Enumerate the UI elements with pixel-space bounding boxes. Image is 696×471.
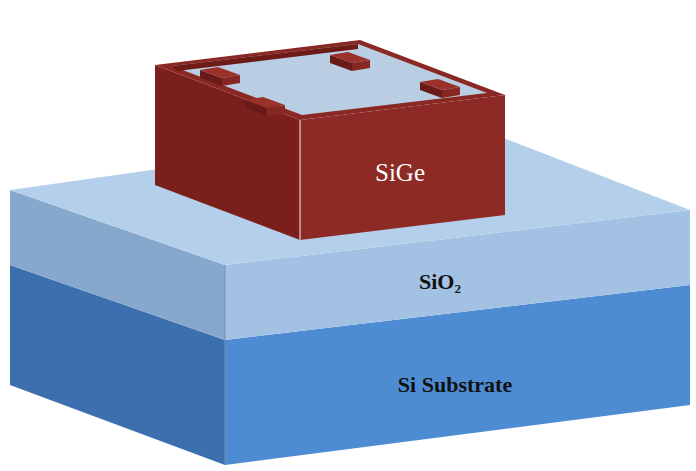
- recess-wall: [172, 44, 358, 71]
- contact-pad: [200, 67, 240, 86]
- layer-label: SiO₂: [419, 271, 461, 293]
- edge-line: [225, 265, 226, 465]
- edge-line: [299, 120, 301, 240]
- sige-recess: [172, 44, 487, 115]
- contact-pads: [200, 52, 460, 116]
- contact-pad: [245, 97, 285, 116]
- layer-label: Si Substrate: [398, 374, 512, 396]
- sige-top-rim: [155, 40, 505, 120]
- contact-pad: [420, 79, 460, 98]
- contact-pad: [330, 52, 370, 71]
- material-label: SiGe: [375, 160, 425, 185]
- sige-front: [300, 95, 505, 240]
